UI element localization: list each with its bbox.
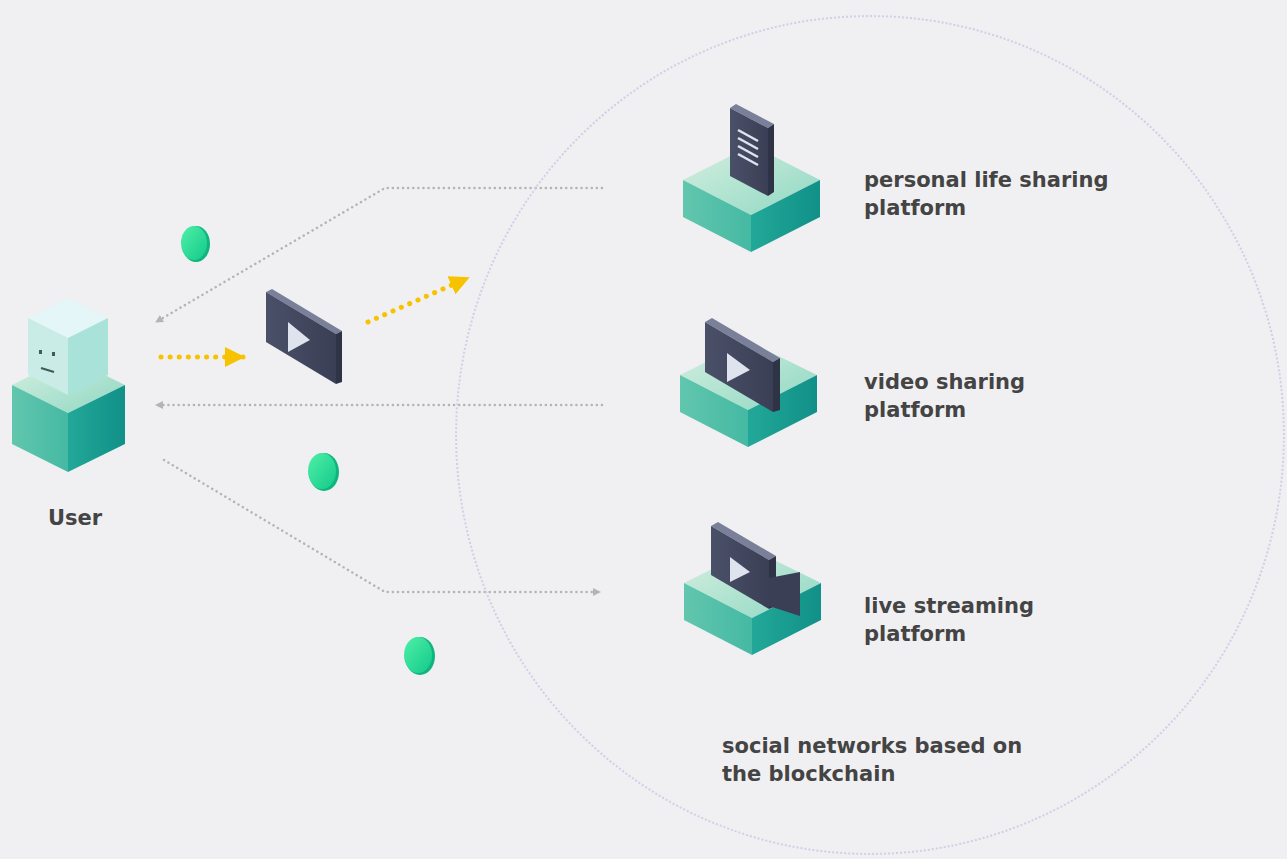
document-platform-icon xyxy=(683,104,820,252)
node-label: video sharing platform xyxy=(864,368,1114,424)
blockchain-region: social networks based on the blockchain p… xyxy=(455,15,1285,855)
flow-arrow xyxy=(156,188,602,322)
node-label: social networks based on the blockchain xyxy=(722,732,1062,788)
user-node: User xyxy=(10,300,146,540)
token-coin xyxy=(181,226,435,675)
node-label: personal life sharing platform xyxy=(864,166,1114,222)
video-platform-icon xyxy=(680,318,817,447)
node-label: User xyxy=(10,504,140,532)
node-label: live streaming platform xyxy=(864,592,1114,648)
connector-line xyxy=(156,188,602,322)
connector-line xyxy=(368,278,468,322)
video-card xyxy=(266,289,342,384)
upload-arrow xyxy=(161,278,468,357)
platform-node: personal life sharing platform xyxy=(602,112,1122,282)
platform-node: live streaming platform xyxy=(602,522,1122,682)
connector-line xyxy=(156,404,602,407)
flow-arrow xyxy=(156,405,602,406)
connector-line xyxy=(164,460,600,592)
platform-node: video sharing platform xyxy=(602,322,1122,482)
connector-line xyxy=(161,355,243,360)
user-icon xyxy=(12,298,125,472)
camera-platform-icon xyxy=(684,522,821,655)
flow-arrow xyxy=(164,460,600,592)
